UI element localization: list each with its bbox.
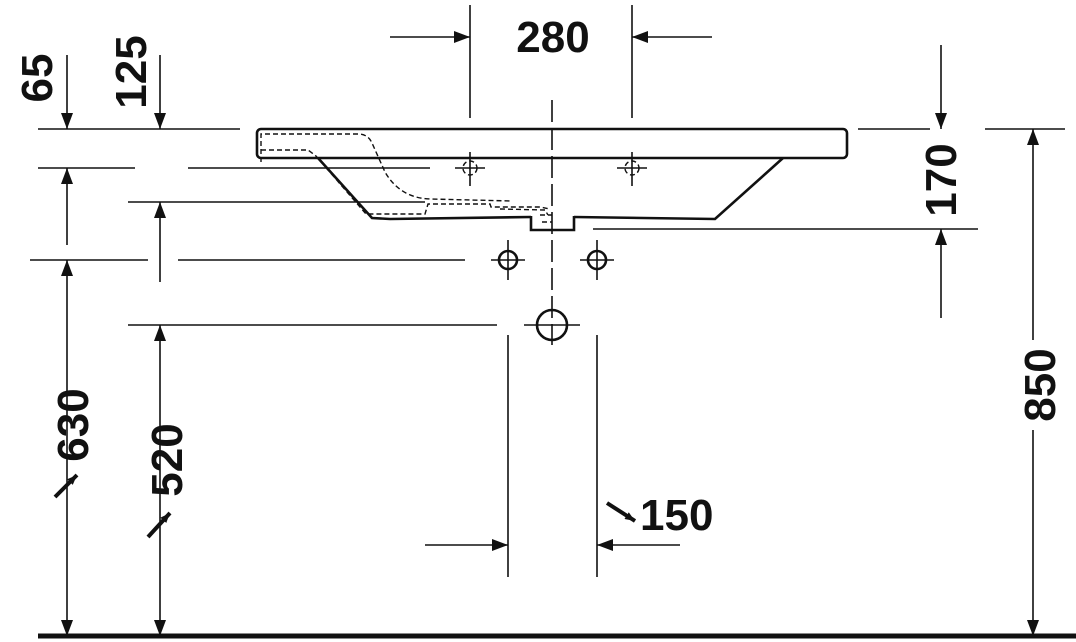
tap-hole-left [455,152,485,186]
dimension-label-520: 520 [143,423,192,496]
dimension-65: 65 [13,54,73,129]
dimension-label-280: 280 [516,13,589,62]
dimension-label-65: 65 [13,54,62,103]
dimension-label-125: 125 [107,35,156,108]
diagonal-arrow-icon [146,511,172,539]
fixing-hole-left [491,240,525,280]
dimension-label-150: 150 [640,491,713,540]
waste-outlet [524,308,580,342]
dimension-630: 630 [49,168,98,636]
dimension-520: 520 [143,202,192,636]
dimension-170: 170 [593,45,978,318]
diagonal-arrow-icon [605,501,637,523]
dimension-850: 850 [985,128,1065,636]
dimension-150: 150 [425,335,713,577]
tap-hole-right [617,152,647,186]
fixing-hole-right [580,240,614,280]
dimension-label-630: 630 [49,388,98,461]
reference-lines [30,167,497,326]
diagonal-arrow-icon [53,473,79,499]
dimension-280: 280 [390,5,712,118]
dimension-125: 125 [107,35,166,129]
dimension-label-170: 170 [917,143,966,216]
dimension-label-850: 850 [1016,348,1065,421]
